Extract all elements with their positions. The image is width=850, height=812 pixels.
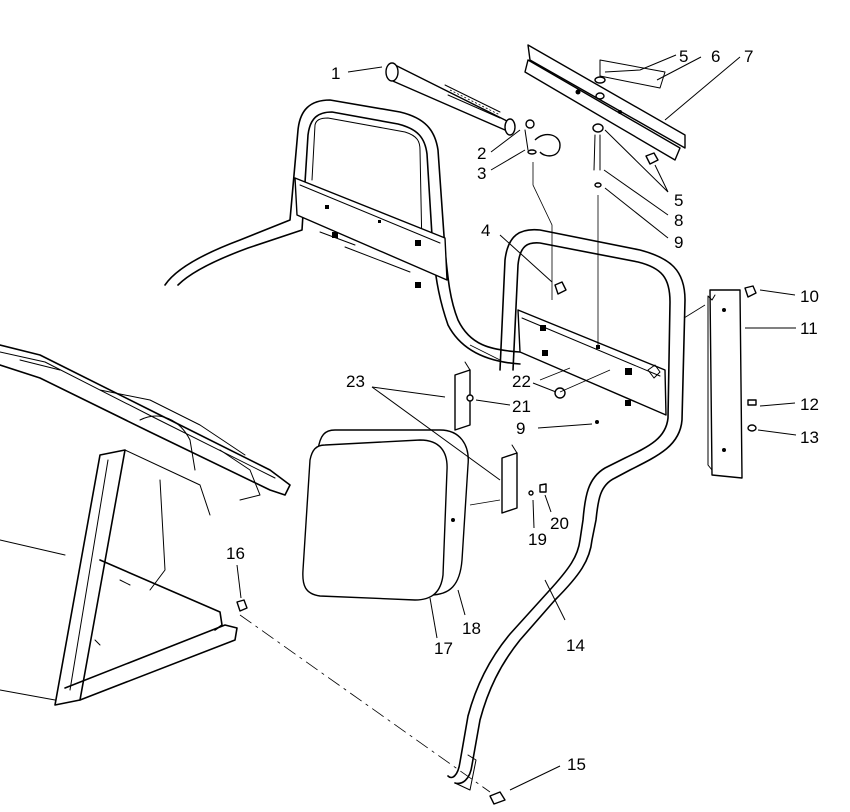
headrest-roll [385,62,516,136]
callout-18: 18 [462,619,481,638]
callout-5-top: 5 [679,47,688,66]
callout-19: 19 [528,530,547,549]
callout-10: 10 [800,287,819,306]
side-panel [707,285,757,479]
seat-brackets [454,281,599,514]
callout-7: 7 [744,47,753,66]
callout-11: 11 [800,319,818,338]
callout-4: 4 [481,221,490,240]
callout-22: 22 [512,372,531,391]
callout-labels: 1 2 3 4 5 6 7 5 8 9 10 11 12 13 14 15 16… [226,47,819,774]
rear-seat-frame [164,99,521,365]
vehicle-frame [0,344,291,706]
callout-5-mid: 5 [674,191,683,210]
callout-17: 17 [434,639,453,658]
callout-13: 13 [800,428,819,447]
seat-cushion [302,429,469,601]
callout-8: 8 [674,211,683,230]
callout-2: 2 [477,144,486,163]
callout-15: 15 [567,755,586,774]
stud-hardware [592,123,659,188]
callout-21: 21 [512,397,531,416]
leader-lines [236,54,797,791]
callout-9-top: 9 [674,233,683,252]
callout-6: 6 [711,47,720,66]
callout-9-bottom: 9 [516,419,525,438]
fasteners-lower [236,599,506,805]
assembly-lines [239,162,706,793]
roll-bar [447,228,686,791]
callout-23: 23 [346,372,365,391]
callout-16: 16 [226,544,245,563]
top-bracket [524,44,686,161]
callout-12: 12 [800,395,819,414]
callout-3: 3 [477,164,486,183]
callout-1: 1 [331,64,340,83]
clamp-and-bolt [524,119,561,157]
callout-20: 20 [550,514,569,533]
callout-14: 14 [566,636,585,655]
